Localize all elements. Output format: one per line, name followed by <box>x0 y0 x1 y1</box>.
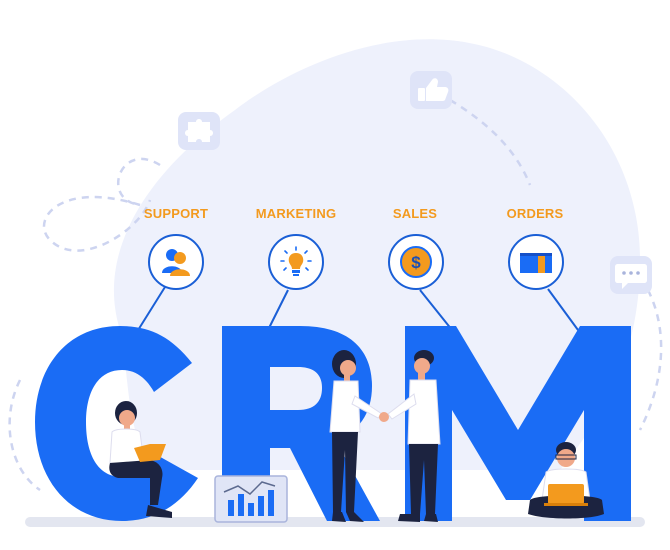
connector-sales <box>419 289 453 331</box>
connector-support <box>134 286 166 336</box>
svg-text:$: $ <box>411 253 421 272</box>
dashed-loop-left <box>42 157 161 252</box>
sales-bubble: $ <box>388 234 444 290</box>
dashed-curve-bottom-left <box>8 379 41 492</box>
box-icon <box>520 253 552 273</box>
orders-bubble <box>508 234 564 290</box>
dollar-coin-icon: $ <box>400 246 432 278</box>
woman-with-laptop <box>109 401 172 518</box>
floor-shadow <box>25 517 645 527</box>
label-marketing: MARKETING <box>255 206 337 221</box>
businessman <box>379 350 441 522</box>
puzzle-icon <box>185 119 213 142</box>
lightbulb-icon <box>280 246 312 276</box>
chat-bubble-icon <box>615 264 647 289</box>
chart-board <box>214 475 288 523</box>
letter-m <box>405 326 631 521</box>
dashed-curve-chat <box>638 289 663 431</box>
label-sales: SALES <box>392 206 438 221</box>
label-orders: ORDERS <box>506 206 564 221</box>
thumbs-up-icon <box>418 78 449 101</box>
connector-marketing <box>267 289 289 331</box>
label-support: SUPPORT <box>143 206 209 221</box>
users-icon <box>162 249 190 276</box>
marketing-bubble <box>268 234 324 290</box>
dashed-curve-thumb <box>449 98 532 186</box>
support-bubble <box>148 234 204 290</box>
businesswoman <box>329 350 383 522</box>
man-with-laptop <box>528 442 604 519</box>
connector-orders <box>547 288 579 331</box>
